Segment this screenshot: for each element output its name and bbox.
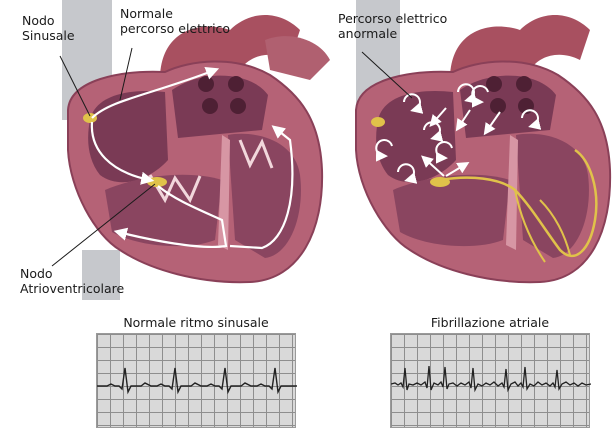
afib-ecg-strip [390, 333, 590, 428]
normal-ecg-trace [97, 368, 297, 392]
abnormal-path-label: Percorso elettrico anormale [338, 11, 447, 41]
afib-sinus-node [371, 117, 385, 127]
afib-av-node [430, 177, 450, 187]
afib-right-ventricle [393, 175, 510, 246]
afib-heart [356, 0, 610, 282]
sinus-node-label: Nodo Sinusale [22, 13, 75, 43]
left-atrium [172, 76, 268, 138]
normal-ecg-strip [96, 333, 296, 428]
afib-left-atrium [460, 76, 556, 138]
right-vessels [265, 36, 330, 80]
afib-ecg-trace [391, 366, 591, 390]
afib-right-atrium [376, 91, 456, 182]
av-node [147, 177, 167, 187]
normal-heart [52, 0, 330, 300]
normal-ecg-title: Normale ritmo sinusale [96, 315, 296, 330]
right-atrium [88, 91, 168, 182]
afib-ecg-title: Fibrillazione atriale [390, 315, 590, 330]
normal-path-label: Normale percorso elettrico [120, 6, 230, 36]
av-node-label: Nodo Atrioventricolare [20, 266, 124, 296]
